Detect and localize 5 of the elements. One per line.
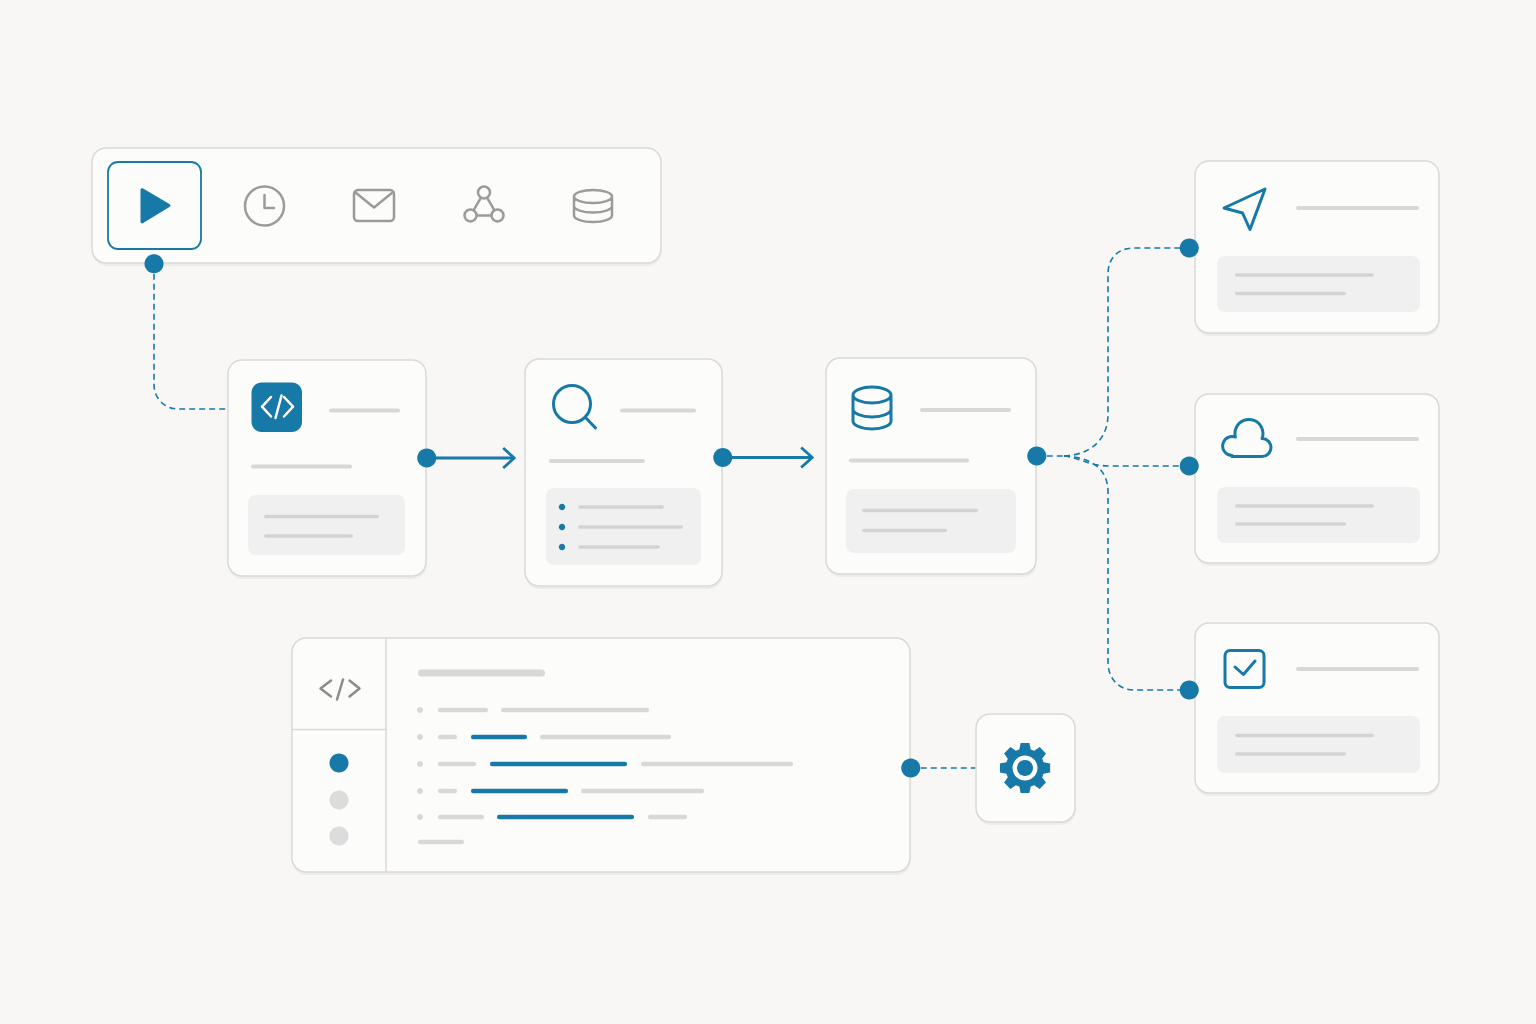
arrow [713, 446, 815, 469]
arrow [417, 446, 517, 470]
connector-line [1063, 455, 1199, 700]
editor-panel [291, 637, 911, 875]
connector-line [901, 758, 977, 778]
